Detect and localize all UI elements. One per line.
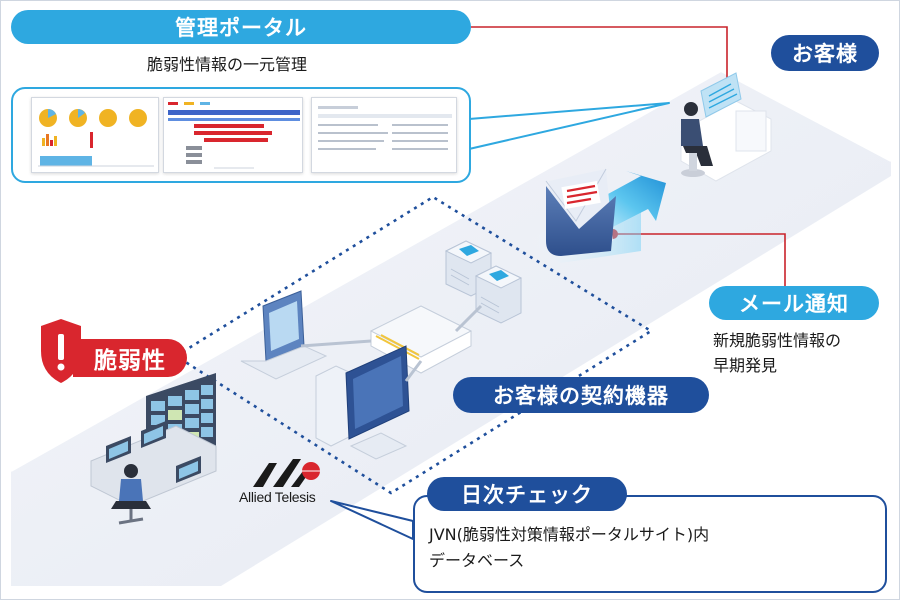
connector-lines bbox=[471, 26, 786, 286]
vulnerability-list-icon bbox=[318, 106, 452, 150]
shield-alert-icon bbox=[41, 319, 81, 383]
gantt-table-icon bbox=[168, 102, 300, 169]
portal-gantt-preview bbox=[163, 97, 303, 173]
monitoring-room-icon bbox=[90, 373, 217, 525]
daily-check-title: 日次チェック bbox=[427, 477, 627, 511]
portal-dashboard-preview bbox=[31, 97, 159, 173]
server-stack-icon bbox=[444, 240, 523, 324]
contract-devices-boundary bbox=[173, 195, 654, 495]
allied-telesis-logo bbox=[253, 459, 320, 487]
mail-caption-line1: 新規脆弱性情報の bbox=[713, 331, 842, 350]
database-caption-line1: JVN(脆弱性対策情報ポータルサイト)内 bbox=[429, 525, 710, 544]
mail-notification-title: メール通知 bbox=[709, 286, 879, 320]
daily-check-tail bbox=[330, 500, 414, 540]
database-caption-line2: データベース bbox=[429, 551, 525, 570]
desktop-pc-icon bbox=[315, 345, 410, 460]
contract-devices-label: お客様の契約機器 bbox=[453, 377, 709, 413]
allied-telesis-logo-text: Allied Telesis bbox=[239, 489, 316, 505]
dashboard-charts-icon bbox=[38, 109, 154, 167]
customer-label: お客様 bbox=[771, 35, 879, 71]
envelope-icon bbox=[526, 168, 666, 263]
laptop-icon bbox=[240, 290, 328, 380]
portal-screenshot-panel bbox=[11, 87, 471, 183]
daily-check-panel bbox=[413, 495, 887, 593]
mail-caption-line2: 早期発見 bbox=[713, 356, 778, 375]
portal-list-preview bbox=[311, 97, 457, 173]
portal-title: 管理ポータル bbox=[11, 10, 471, 44]
device-links bbox=[300, 304, 483, 382]
portal-caption: 脆弱性情報の一元管理 bbox=[147, 55, 308, 74]
office-worker-icon bbox=[680, 72, 772, 182]
vulnerability-label: 脆弱性 bbox=[73, 339, 187, 377]
